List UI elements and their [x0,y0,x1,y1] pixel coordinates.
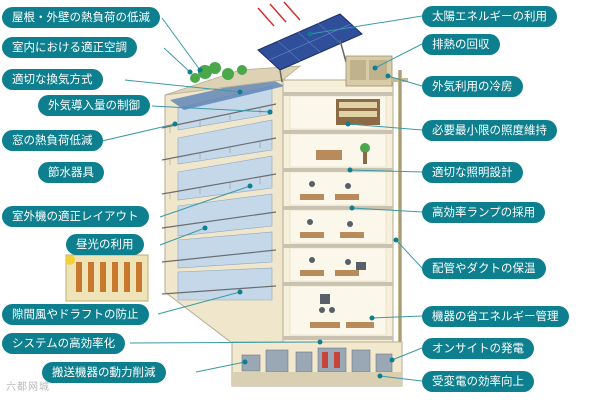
watermark: 六都网城 [6,382,50,393]
label-indoor-air-conditioning: 室内における適正空調 [2,37,137,58]
label-window-heat-load: 窓の熱負荷低減 [2,130,103,151]
building-facade [161,67,285,384]
label-high-efficiency-lamps: 高効率ランプの採用 [422,202,546,223]
label-solar-energy: 太陽エネルギーの利用 [422,6,557,27]
basement [231,341,403,387]
label-outdoor-unit-layout: 室外機の適正レイアウト [2,206,149,227]
building-section [282,55,408,383]
label-outdoor-air-control: 外気導入量の制御 [38,95,150,116]
label-lighting-design: 適切な照明設計 [422,162,523,183]
leader-lines [101,15,423,382]
label-onsite-generation: オンサイトの発電 [422,338,534,359]
inset-window-detail [65,254,149,302]
label-system-efficiency: システムの高効率化 [2,333,126,354]
label-conveyance-power: 搬送機器の動力削減 [42,362,166,383]
label-water-saving-fixtures: 節水器具 [38,162,104,183]
solar-panel [257,13,363,83]
label-roof-wall-heat-load: 屋根・外壁の熱負荷の低減 [2,7,160,28]
leader-dots [172,31,399,379]
label-substation-efficiency: 受変電の効率向上 [422,371,534,392]
label-draft-prevention: 隙間風やドラフトの防止 [2,304,149,325]
label-daylight-use: 昼光の利用 [66,234,144,255]
label-minimum-illuminance: 必要最小限の照度維持 [422,120,557,141]
label-outdoor-air-cooling: 外気利用の冷房 [422,76,523,97]
label-exhaust-heat-recovery: 排熱の回収 [422,34,500,55]
label-equipment-energy-management: 機器の省エネルギー管理 [422,306,569,327]
label-ventilation-method: 適切な換気方式 [2,69,103,90]
label-pipe-duct-insulation: 配管やダクトの保温 [422,258,546,279]
